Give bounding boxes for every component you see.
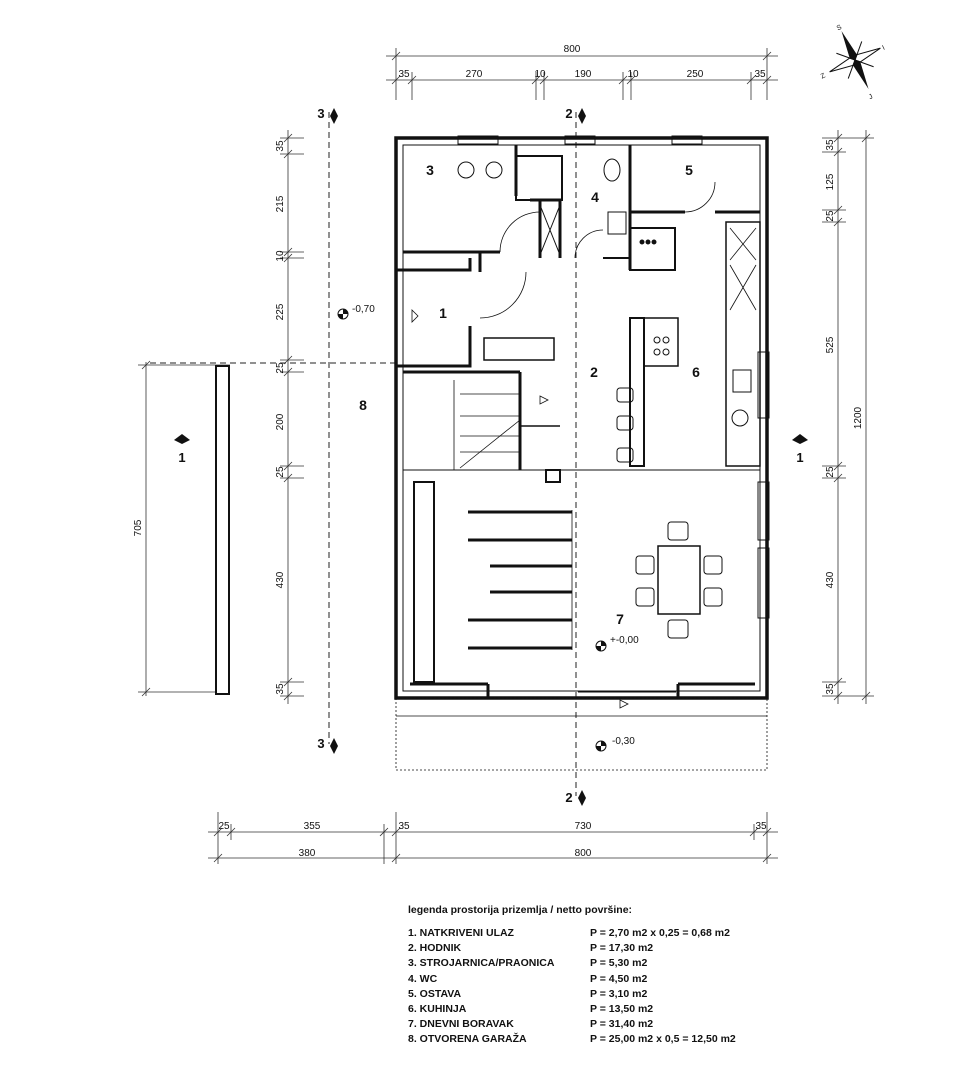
section-marker-icon	[330, 738, 338, 754]
room-label-3: 3	[426, 162, 434, 178]
section-lines	[150, 112, 577, 796]
right-dim-6: 430	[825, 571, 836, 588]
section-1-right-label: 1	[796, 450, 803, 465]
svg-text:S: S	[836, 24, 843, 32]
legend-row: 2. HODNIK P = 17,30 m2	[408, 941, 828, 956]
north-arrow-icon: S J I Z	[820, 24, 886, 101]
bottom-total-left: 380	[299, 848, 316, 859]
room-label-7: 7	[616, 611, 624, 627]
room-legend: legenda prostorija prizemlja / netto pov…	[408, 904, 828, 1048]
top-dimension-chain	[386, 48, 778, 100]
room-label-6: 6	[692, 364, 700, 380]
section-marker-icon	[174, 434, 190, 444]
legend-area: P = 2,70 m2 x 0,25 = 0,68 m2	[590, 927, 730, 939]
legend-name: 2. HODNIK	[408, 942, 462, 955]
section-3-top-label: 3	[317, 106, 324, 121]
section-marker-icon	[578, 108, 586, 124]
legend-name: 5. OSTAVA	[408, 987, 462, 1000]
level-outside: -0,30	[612, 736, 635, 747]
left-dim-4: 225	[275, 303, 286, 320]
legend-row: 4. WC P = 4,50 m2	[408, 972, 828, 987]
legend-name: 3. STROJARNICA/PRAONICA	[408, 957, 555, 970]
right-dim-2: 125	[825, 173, 836, 190]
top-dim-7: 35	[754, 69, 766, 80]
legend-area: P = 17,30 m2	[590, 942, 654, 955]
legend-name: 6. KUHINJA	[408, 1002, 467, 1015]
room-label-1: 1	[439, 305, 447, 321]
room-label-8: 8	[359, 397, 367, 413]
room-label-2: 2	[590, 364, 598, 380]
top-dim-3: 10	[534, 69, 546, 80]
section-2-top-label: 2	[565, 106, 572, 121]
right-dim-4: 525	[825, 336, 836, 353]
svg-text:I: I	[881, 45, 886, 52]
left-dim-1: 35	[275, 140, 286, 152]
bottom-dim-1: 25	[218, 821, 230, 832]
right-dim-1: 35	[825, 139, 836, 151]
legend-name: 1. NATKRIVENI ULAZ	[408, 927, 514, 939]
legend-name: 4. WC	[408, 972, 438, 985]
top-dim-1: 35	[398, 69, 410, 80]
section-marker-icon	[792, 434, 808, 444]
left-dim-2: 215	[275, 195, 286, 212]
level-living: +-0,00	[610, 635, 639, 646]
room-label-4: 4	[591, 189, 599, 205]
level-marker-icon	[337, 308, 349, 320]
legend-name: 7. DNEVNI BORAVAK	[408, 1018, 514, 1031]
bottom-dim-5: 35	[755, 821, 767, 832]
left-total-dim: 705	[133, 519, 144, 536]
left-dim-9: 35	[275, 683, 286, 695]
right-dim-3: 25	[825, 210, 836, 222]
svg-text:J: J	[868, 93, 874, 101]
section-marker-icon	[330, 108, 338, 124]
legend-row: 3. STROJARNICA/PRAONICA P = 5,30 m2	[408, 956, 828, 971]
section-1-left-label: 1	[178, 450, 185, 465]
svg-text:Z: Z	[820, 72, 827, 80]
section-2-bottom-label: 2	[565, 790, 572, 805]
top-dim-6: 250	[687, 69, 704, 80]
bottom-dim-4: 730	[575, 821, 592, 832]
top-dim-4: 190	[575, 69, 592, 80]
legend-title: legenda prostorija prizemlja / netto pov…	[408, 904, 633, 916]
legend-name: 8. OTVORENA GARAŽA	[408, 1033, 527, 1046]
bottom-dim-2: 355	[304, 821, 321, 832]
top-dim-5: 10	[627, 69, 639, 80]
right-dimension-chain	[822, 130, 874, 704]
room-label-5: 5	[685, 162, 693, 178]
legend-area: P = 25,00 m2 x 0,5 = 12,50 m2	[590, 1033, 736, 1046]
right-dim-5: 25	[825, 466, 836, 478]
left-dim-3: 10	[275, 250, 286, 262]
legend-area: P = 3,10 m2	[590, 987, 648, 1000]
building-walls	[394, 135, 770, 771]
legend-area: P = 13,50 m2	[590, 1002, 654, 1015]
legend-row: 1. NATKRIVENI ULAZ P = 2,70 m2 x 0,25 = 0…	[408, 926, 828, 941]
bottom-dimension-chain	[208, 812, 778, 864]
legend-row: 8. OTVORENA GARAŽA P = 25,00 m2 x 0,5 = 1…	[408, 1032, 828, 1047]
legend-area: P = 31,40 m2	[590, 1018, 654, 1031]
bottom-total-right: 800	[575, 848, 592, 859]
right-dim-7: 35	[825, 683, 836, 695]
legend-area: P = 5,30 m2	[590, 957, 648, 970]
bottom-dim-3: 35	[398, 821, 410, 832]
level-marker-icon	[595, 640, 607, 652]
left-dim-7: 25	[275, 466, 286, 478]
level-entrance: -0,70	[352, 304, 375, 315]
legend-area: P = 4,50 m2	[590, 972, 648, 985]
legend-row: 6. KUHINJA P = 13,50 m2	[408, 1002, 828, 1017]
section-3-bottom-label: 3	[317, 736, 324, 751]
legend-row: 7. DNEVNI BORAVAK P = 31,40 m2	[408, 1017, 828, 1032]
legend-row: 5. OSTAVA P = 3,10 m2	[408, 987, 828, 1002]
left-dimension-chain	[138, 130, 304, 704]
left-dim-8: 430	[275, 571, 286, 588]
right-total-dim: 1200	[853, 406, 864, 429]
section-marker-icon	[578, 790, 586, 806]
left-dim-6: 200	[275, 413, 286, 430]
top-total-dim: 800	[564, 44, 581, 55]
top-dim-2: 270	[466, 69, 483, 80]
floor-plan: S J I Z 800 35 270 10 190 10 250 35	[133, 24, 886, 864]
left-dim-5: 25	[275, 362, 286, 374]
level-marker-icon	[595, 740, 607, 752]
garage-pillar	[215, 365, 230, 695]
